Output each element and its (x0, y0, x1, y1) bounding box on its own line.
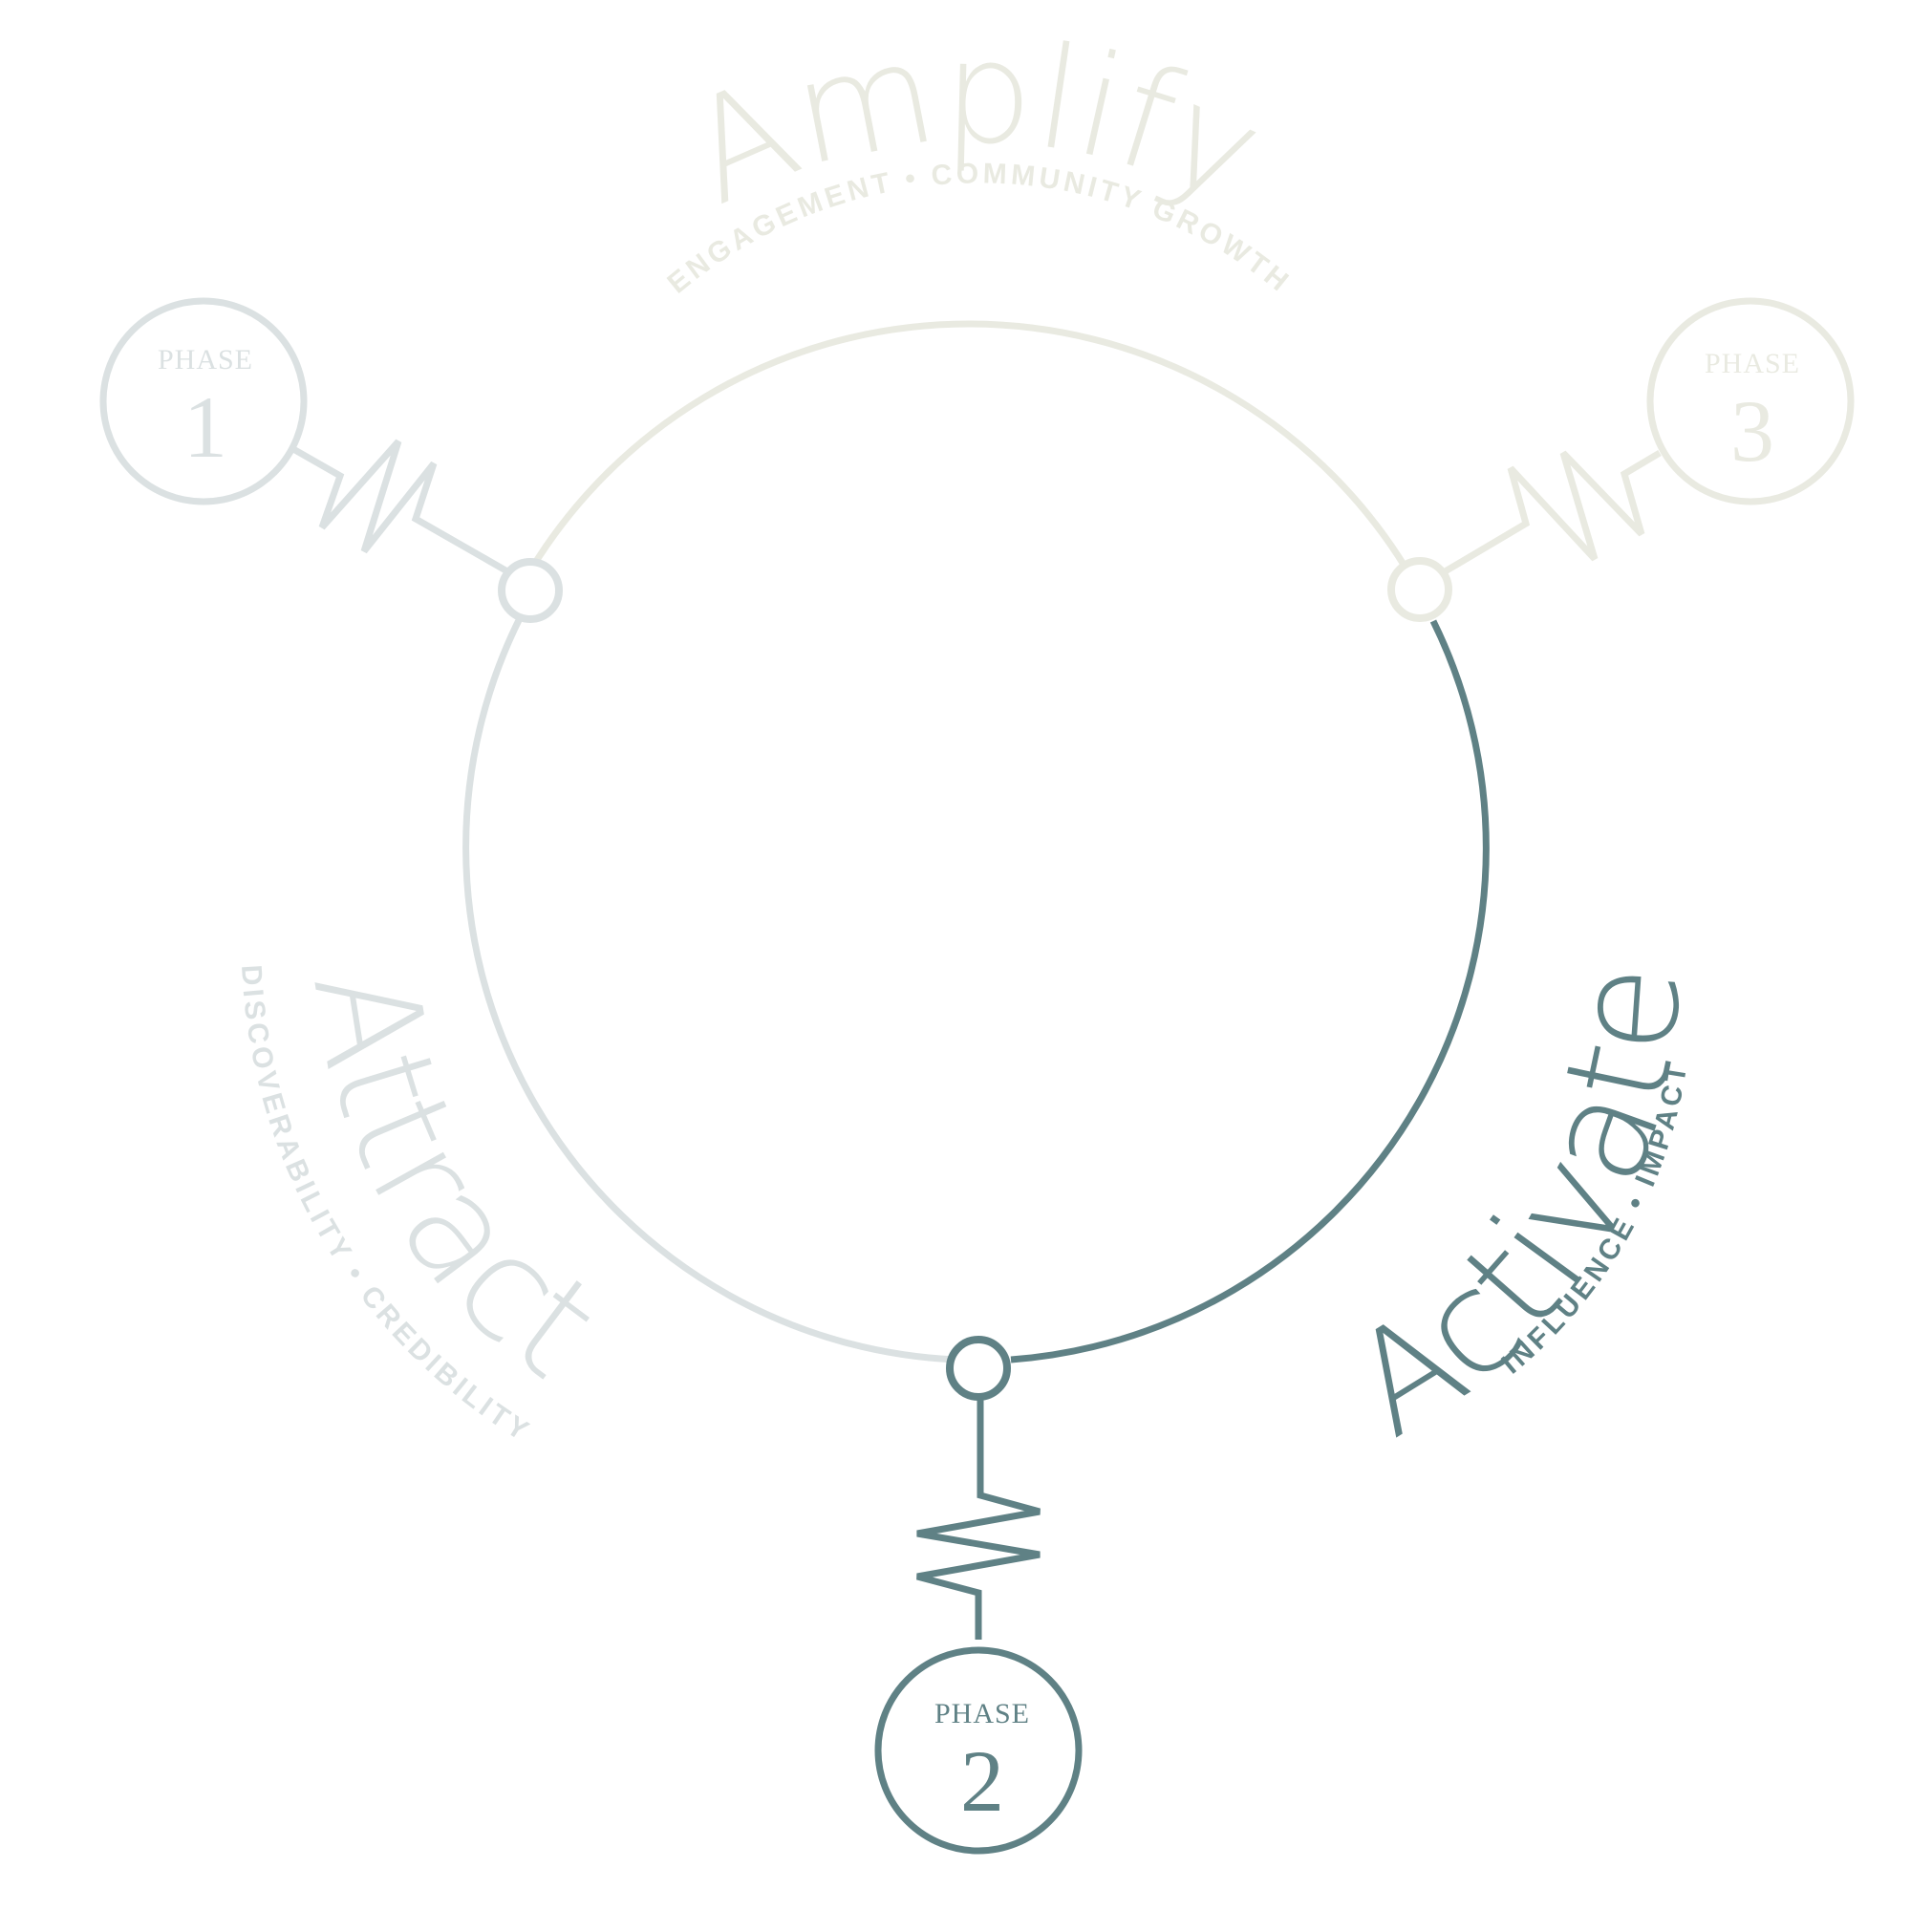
phase-3-number: 3 (1730, 382, 1774, 480)
phase-1-label: PHASE (158, 344, 253, 376)
phase-3-badge (1646, 297, 1855, 505)
amplify-ring-arc (529, 320, 1408, 569)
activate-title: Activate (1324, 959, 1713, 1469)
amplify-title: Amplify (665, 10, 1285, 236)
activate-ring-arc (1010, 619, 1490, 1363)
phase-1-junction-node (498, 558, 563, 623)
phase-1-badge (99, 297, 308, 505)
phase-3-junction-node (1387, 557, 1452, 622)
phase-2-number: 2 (960, 1732, 1004, 1830)
phase-2-junction-node (946, 1336, 1011, 1401)
phase-1-zigzag-connector (291, 439, 509, 575)
attract-ring-arc (462, 614, 956, 1363)
phase-1-number: 1 (183, 378, 227, 476)
phase-2-zigzag-connector (916, 1399, 1041, 1640)
phase-3-label: PHASE (1705, 348, 1800, 379)
phase-2-badge (874, 1646, 1083, 1855)
phase-2-label: PHASE (934, 1698, 1030, 1729)
attract-title: Attract (281, 958, 627, 1410)
phase-3-zigzag-connector (1440, 449, 1662, 577)
